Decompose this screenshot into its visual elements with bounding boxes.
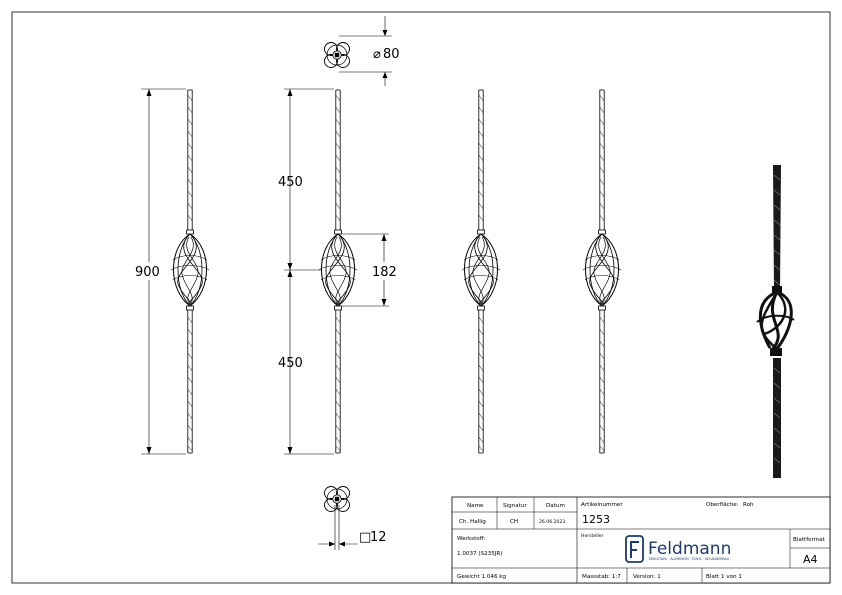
article-number: 1253: [582, 513, 610, 526]
front-view-4: [582, 89, 622, 454]
weight: Gewicht 1.046 kg: [457, 574, 507, 580]
front-view-2: 450 450 182: [278, 88, 397, 455]
feldmann-logo: Feldmann EDELSTAHL · ALUMINIUM · STAHL ·…: [625, 535, 731, 563]
surface-label: Oberfläche:: [706, 502, 739, 508]
dimension-height-total: 900: [135, 265, 160, 280]
bottom-view: □ 12: [318, 486, 387, 550]
sheet-format-label: Blattformat: [793, 537, 826, 543]
drawing-date: 26.06.2023: [539, 519, 565, 525]
sheet-number: Blatt 1 von 1: [706, 574, 742, 580]
header-signature: Signatur: [503, 503, 527, 509]
front-view-3: [461, 89, 501, 454]
company-tagline: EDELSTAHL · ALUMINIUM · STAHL · GELÄNDER…: [649, 556, 730, 561]
isometric-view: [756, 165, 795, 478]
company-name: Feldmann: [648, 539, 731, 559]
header-date: Datum: [546, 503, 565, 509]
diameter-symbol: ⌀: [373, 47, 381, 62]
manufacturer-label: Hersteller: [581, 533, 604, 539]
drawing-frame: [11, 11, 831, 584]
title-block: Name Signatur Datum Ch. Hallig CH 26.06.…: [451, 496, 831, 584]
material-label: Werkstoff:: [457, 536, 486, 542]
top-view: ⌀ 80: [324, 16, 400, 86]
dimension-square: 12: [370, 530, 387, 545]
dimension-diameter: 80: [383, 47, 400, 62]
sheet-format-value: A4: [803, 553, 818, 566]
drafter-name: Ch. Hallig: [459, 519, 486, 525]
surface-value: Roh: [743, 502, 754, 508]
drafter-signature: CH: [510, 519, 518, 525]
material-value: 1.0037 (S235JR): [457, 551, 502, 557]
header-name: Name: [467, 503, 484, 509]
dimension-lower: 450: [278, 356, 303, 371]
dimension-basket: 182: [372, 265, 397, 280]
front-view-1: 900: [135, 88, 210, 455]
dimension-upper: 450: [278, 175, 303, 190]
square-symbol: □: [359, 530, 371, 545]
article-label: Artikelnummer: [581, 502, 623, 508]
version: Version: 1: [633, 574, 661, 580]
scale: Massstab: 1:7: [582, 574, 621, 580]
